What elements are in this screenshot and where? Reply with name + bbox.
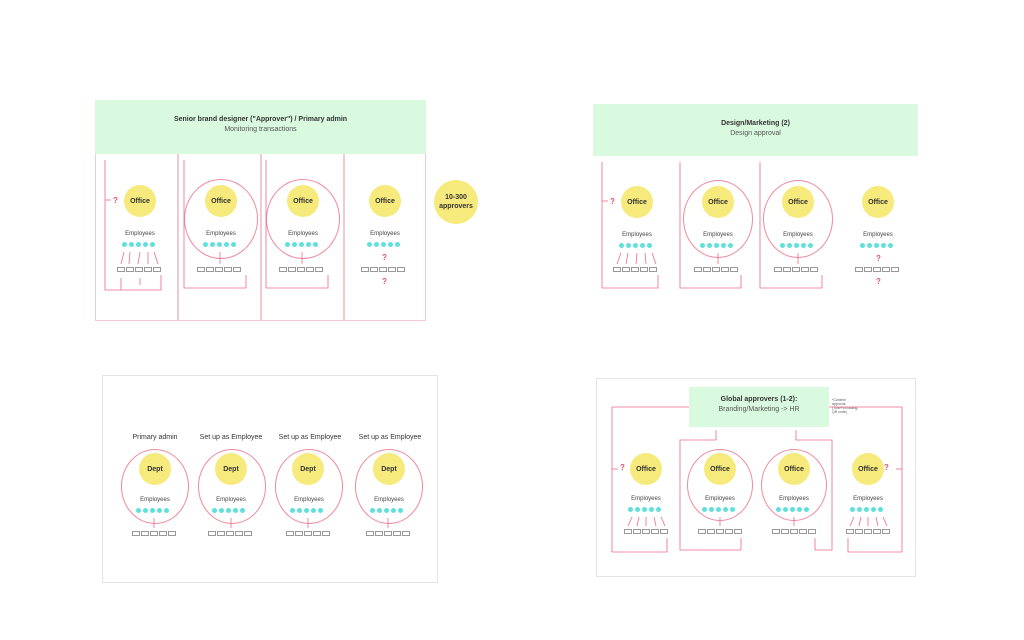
employees-label: Employees [783,232,813,238]
question-mark: ? [382,277,387,286]
transaction-boxes [624,529,668,534]
employees-label: Employees [216,497,246,503]
dept-ring [355,449,423,524]
global-frame [596,378,916,577]
office-node: Office [630,453,662,485]
column-title: Set up as Employee [278,434,342,441]
employees-label: Employees [779,496,809,502]
office-node: Office [852,453,884,485]
question-mark: ? [620,463,625,472]
transaction-boxes [613,267,657,272]
employee-dots [212,508,245,513]
transaction-boxes [846,529,890,534]
employee-dots [370,508,403,513]
employee-dots [619,243,652,248]
column-title: Primary admin [132,434,178,441]
employee-dots [850,507,883,512]
header-title: Design/Marketing (2) [721,120,790,127]
employees-label: Employees [705,496,735,502]
employee-dots [860,243,893,248]
transaction-boxes [279,267,323,272]
header-title: Senior brand designer ("Approver") / Pri… [173,116,348,123]
question-mark: ? [113,196,118,205]
column-title: Set up as Employee [358,434,422,441]
office-node: Office [702,186,734,218]
employee-dots [367,242,400,247]
employees-label: Employees [140,497,170,503]
employee-dots [290,508,323,513]
header-subtitle: Branding/Marketing -> HR [718,406,800,413]
dept-node: Dept [215,453,247,485]
transaction-boxes [694,267,738,272]
header-subtitle: Monitoring transactions [224,126,297,133]
transaction-boxes [132,531,176,536]
design-header: Design/Marketing (2) Design approval [593,104,918,156]
header-title: Global approvers (1-2): [720,396,798,403]
employee-dots [285,242,318,247]
employees-label: Employees [622,232,652,238]
departments-frame [102,375,438,583]
employees-label: Employees [288,231,318,237]
office-node: Office [862,186,894,218]
office-node: Office [124,185,156,217]
employee-dots [122,242,155,247]
content-approval-note: *Content approval (Title/Formatting, QR … [832,398,859,414]
employee-dots [776,507,809,512]
question-mark: ? [610,197,615,206]
transaction-boxes [286,531,330,536]
global-header: Global approvers (1-2): Branding/Marketi… [689,387,829,427]
approver-header: Senior brand designer ("Approver") / Pri… [95,100,426,154]
question-mark: ? [382,253,387,262]
employees-label: Employees [370,231,400,237]
transaction-boxes [855,267,899,272]
header-subtitle: Design approval [730,130,781,137]
office-node: Office [704,453,736,485]
employees-label: Employees [863,232,893,238]
transaction-boxes [361,267,405,272]
dept-node: Dept [373,453,405,485]
employees-label: Employees [703,232,733,238]
employees-label: Employees [206,231,236,237]
dept-node: Dept [292,453,324,485]
office-node: Office [205,185,237,217]
employee-dots [136,508,169,513]
transaction-boxes [197,267,241,272]
employee-dots [203,242,236,247]
office-node: Office [287,185,319,217]
office-node: Office [621,186,653,218]
transaction-boxes [117,267,161,272]
office-node: Office [782,186,814,218]
office-node: Office [778,453,810,485]
employee-dots [702,507,735,512]
employees-label: Employees [631,496,661,502]
transaction-boxes [366,531,410,536]
question-mark: ? [876,254,881,263]
employees-label: Employees [294,497,324,503]
transaction-boxes [772,529,816,534]
transaction-boxes [698,529,742,534]
question-mark: ? [876,277,881,286]
transaction-boxes [208,531,252,536]
dept-node: Dept [139,453,171,485]
employees-label: Employees [125,231,155,237]
question-mark: ? [884,463,889,472]
office-node: Office [369,185,401,217]
transaction-boxes [774,267,818,272]
employees-label: Employees [374,497,404,503]
employees-label: Employees [853,496,883,502]
employee-dots [780,243,813,248]
employee-dots [700,243,733,248]
column-title: Set up as Employee [199,434,263,441]
approvers-count-badge: 10-300 approvers [434,180,478,224]
employee-dots [628,507,661,512]
